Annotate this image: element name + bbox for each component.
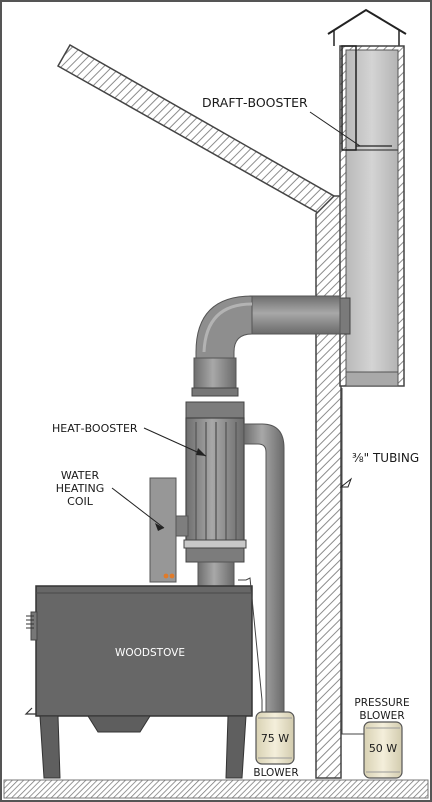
- water-heating-coil: [149, 477, 177, 583]
- indicator-light: [169, 573, 175, 579]
- stove-leg: [225, 715, 247, 779]
- pressure-blower-50w: [363, 721, 403, 779]
- blower-50w-label: 50 W: [369, 742, 397, 755]
- draft-booster-leader: [309, 111, 361, 147]
- chimney-cap: [327, 8, 407, 35]
- floor: [3, 779, 429, 799]
- blower-75w: [255, 711, 295, 765]
- draft-booster-unit: [341, 45, 357, 151]
- draft-booster-label: DRAFT‑BOOSTER: [202, 95, 308, 110]
- blower-75w-label: 75 W: [261, 732, 289, 745]
- flue-pipe-horizontal: [249, 295, 341, 335]
- water-heating-label-3: COIL: [67, 495, 94, 508]
- flue-pipe-upper: [193, 357, 237, 393]
- indicator-light: [163, 573, 169, 579]
- ash-drawer: [87, 715, 151, 733]
- stove-leg: [39, 715, 61, 779]
- tubing-label: ⅜" TUBING: [352, 451, 419, 465]
- woodstove: [35, 585, 253, 717]
- coil-leader: [111, 487, 165, 529]
- blower-caption: BLOWER: [253, 767, 298, 779]
- water-heating-label-1: WATER: [61, 469, 100, 482]
- pressure-blower-label-2: BLOWER: [359, 710, 404, 722]
- water-heating-label-2: HEATING: [56, 482, 105, 495]
- roof: [56, 43, 336, 215]
- wall: [315, 195, 342, 779]
- stove-collar: [197, 561, 235, 587]
- heat-booster-label: HEAT‑BOOSTER: [52, 422, 138, 435]
- chimney-flue: [345, 49, 399, 387]
- flue-elbow: [195, 295, 253, 361]
- tubing-leader-arrow: [339, 477, 353, 488]
- heat-booster-leader: [143, 427, 207, 457]
- woodstove-label: WOODSTOVE: [115, 647, 185, 659]
- pressure-blower-label-1: PRESSURE: [354, 697, 409, 709]
- stove-handle: [30, 611, 38, 641]
- control-wire: [238, 577, 263, 712]
- tubing: [341, 388, 364, 735]
